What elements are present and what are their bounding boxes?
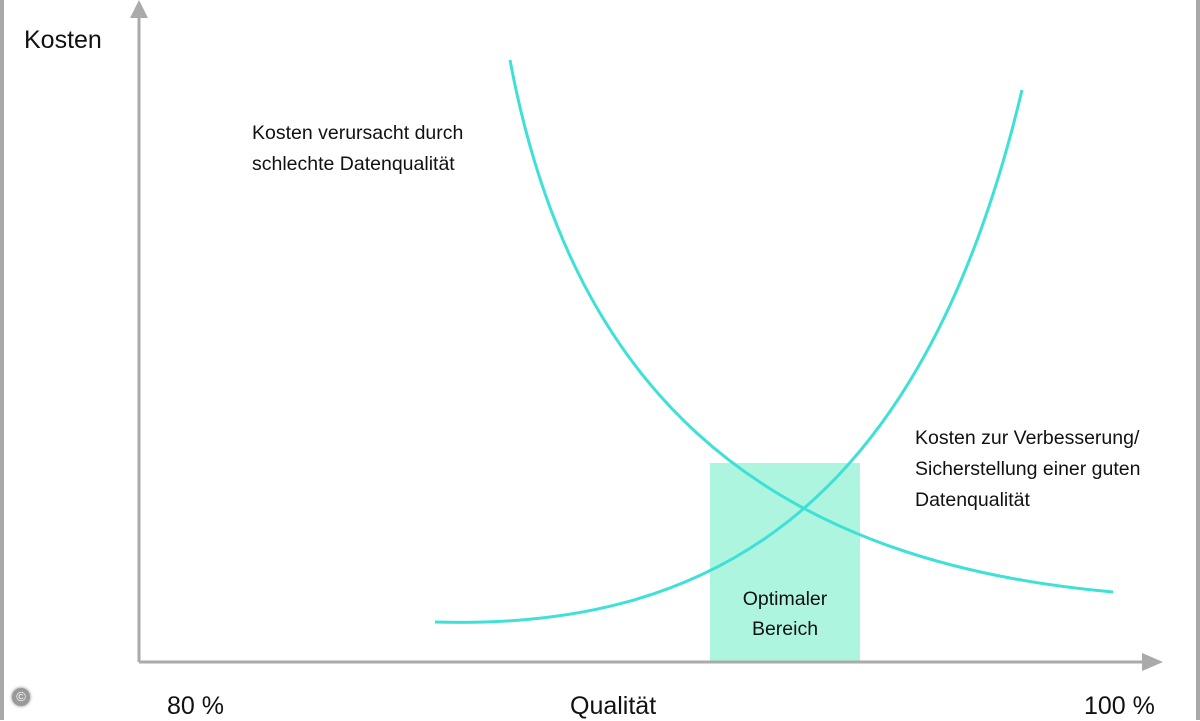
label-line: Sicherstellung einer guten	[915, 458, 1141, 480]
label-line: Datenqualität	[915, 489, 1030, 511]
label-line: Kosten verursacht durch	[252, 122, 464, 144]
frame-border-left	[0, 0, 4, 720]
copyright-icon: ©	[12, 688, 30, 706]
frame-border-right	[1196, 0, 1200, 720]
label-line: Optimaler	[742, 588, 828, 610]
curve-improvement-label: Kosten zur Verbesserung/ Sicherstellung …	[915, 423, 1140, 516]
y-axis-arrow	[130, 0, 148, 18]
label-line: schlechte Datenqualität	[252, 153, 455, 175]
x-axis-arrow	[1142, 653, 1163, 671]
curve-bad-quality-label: Kosten verursacht durch schlechte Datenq…	[252, 118, 463, 180]
optimal-region-label: Optimaler Bereich	[710, 584, 860, 644]
x-axis-label: Qualität	[570, 692, 657, 720]
x-axis-max-label: 100 %	[1084, 692, 1155, 720]
curve-improvement-costs	[434, 89, 1024, 624]
label-line: Kosten zur Verbesserung/	[915, 427, 1140, 449]
label-line: Bereich	[751, 618, 819, 640]
x-axis-min-label: 80 %	[167, 692, 224, 720]
curve-bad-quality-costs	[508, 59, 1114, 594]
y-axis-label: Kosten	[24, 26, 102, 54]
